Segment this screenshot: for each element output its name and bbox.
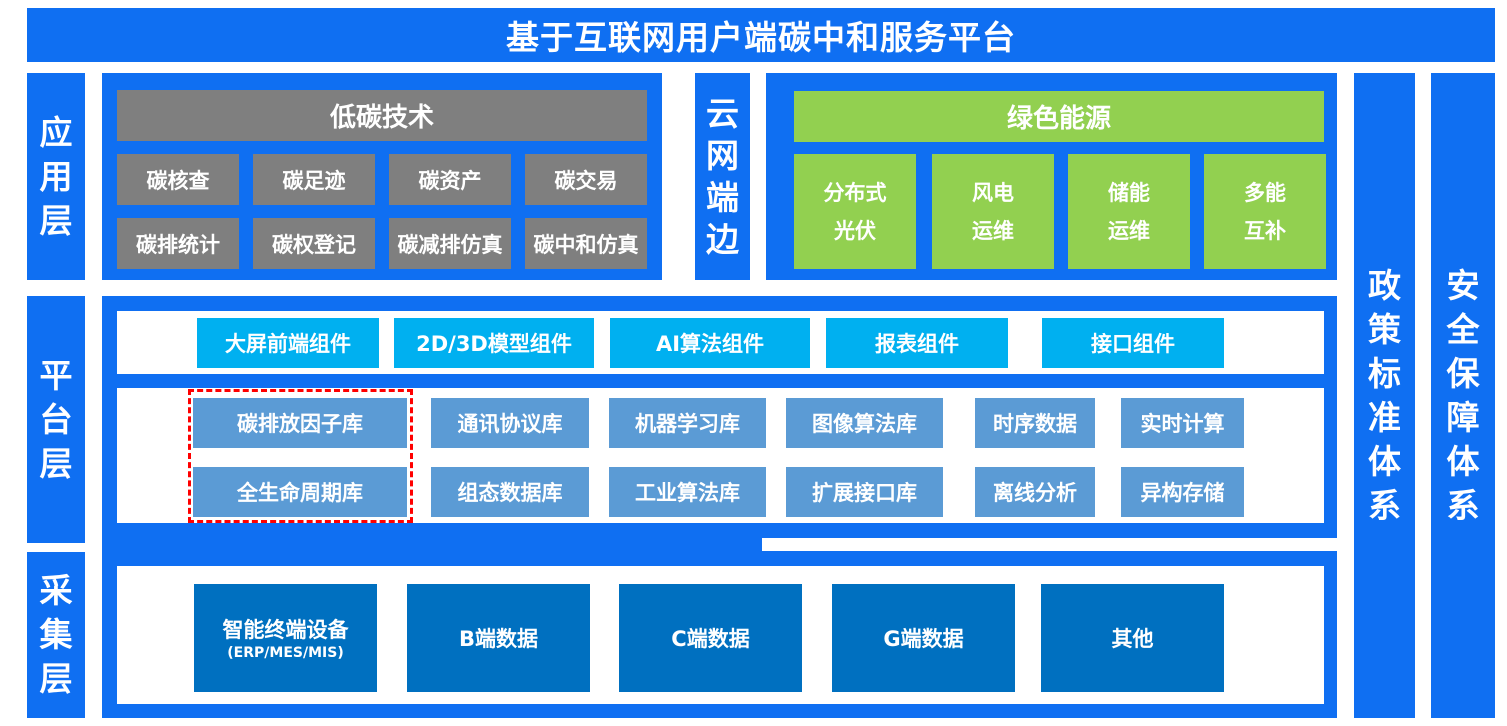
separator-bar — [762, 538, 1337, 551]
component-item: AI算法组件 — [610, 318, 810, 368]
green-energy-item-line1: 分布式 — [823, 180, 887, 205]
component-item: 接口组件 — [1042, 318, 1224, 368]
collection-item: B端数据 — [407, 584, 590, 692]
component-item: 2D/3D模型组件 — [394, 318, 594, 368]
low-carbon-header: 低碳技术 — [117, 90, 647, 141]
layer-label-platform: 平台层 — [27, 296, 85, 543]
carbon-library-highlight — [188, 389, 413, 523]
green-energy-item-line1: 多能 — [1244, 180, 1286, 205]
collection-item-sublabel: (ERP/MES/MIS) — [227, 645, 344, 661]
library-item: 图像算法库 — [786, 398, 943, 448]
library-item: 时序数据 — [975, 398, 1095, 448]
library-item: 实时计算 — [1121, 398, 1244, 448]
green-energy-item: 分布式光伏 — [794, 154, 916, 269]
library-item: 碳排放因子库 — [193, 398, 407, 448]
library-item: 通讯协议库 — [431, 398, 589, 448]
low-carbon-item: 碳中和仿真 — [525, 218, 647, 269]
low-carbon-item: 碳资产 — [389, 154, 511, 205]
library-item: 离线分析 — [975, 467, 1095, 517]
library-item: 全生命周期库 — [193, 467, 407, 517]
green-energy-item-line2: 运维 — [1108, 218, 1150, 243]
layer-label-collect: 采集层 — [27, 552, 85, 718]
green-energy-item: 多能互补 — [1204, 154, 1326, 269]
library-item: 异构存储 — [1121, 467, 1244, 517]
layer-label-app: 应用层 — [27, 73, 85, 280]
library-item: 工业算法库 — [609, 467, 766, 517]
green-energy-item-line1: 风电 — [972, 180, 1014, 205]
low-carbon-item: 碳核查 — [117, 154, 239, 205]
collection-item: 智能终端设备 (ERP/MES/MIS) — [194, 584, 377, 692]
library-item: 扩展接口库 — [786, 467, 943, 517]
library-item: 机器学习库 — [609, 398, 766, 448]
green-energy-item: 风电运维 — [932, 154, 1054, 269]
cloud-edge-label: 云网端边 — [695, 73, 750, 280]
collection-item: C端数据 — [619, 584, 802, 692]
green-energy-item-line1: 储能 — [1108, 180, 1150, 205]
library-item: 组态数据库 — [431, 467, 589, 517]
policy-standard-system: 政策标准体系 — [1354, 73, 1415, 718]
low-carbon-item: 碳排统计 — [117, 218, 239, 269]
security-system: 安全保障体系 — [1431, 73, 1495, 718]
green-energy-header: 绿色能源 — [794, 91, 1324, 142]
green-energy-item-line2: 互补 — [1244, 218, 1286, 243]
component-item: 大屏前端组件 — [197, 318, 379, 368]
green-energy-item-line2: 运维 — [972, 218, 1014, 243]
low-carbon-item: 碳交易 — [525, 154, 647, 205]
low-carbon-item: 碳足迹 — [253, 154, 375, 205]
platform-title: 基于互联网用户端碳中和服务平台 — [27, 8, 1495, 62]
collection-item: 其他 — [1041, 584, 1224, 692]
low-carbon-item: 碳权登记 — [253, 218, 375, 269]
low-carbon-item: 碳减排仿真 — [389, 218, 511, 269]
green-energy-item: 储能运维 — [1068, 154, 1190, 269]
green-energy-item-line2: 光伏 — [834, 218, 876, 243]
collection-item-label: 智能终端设备 — [222, 618, 349, 642]
component-item: 报表组件 — [826, 318, 1008, 368]
collection-item: G端数据 — [832, 584, 1015, 692]
